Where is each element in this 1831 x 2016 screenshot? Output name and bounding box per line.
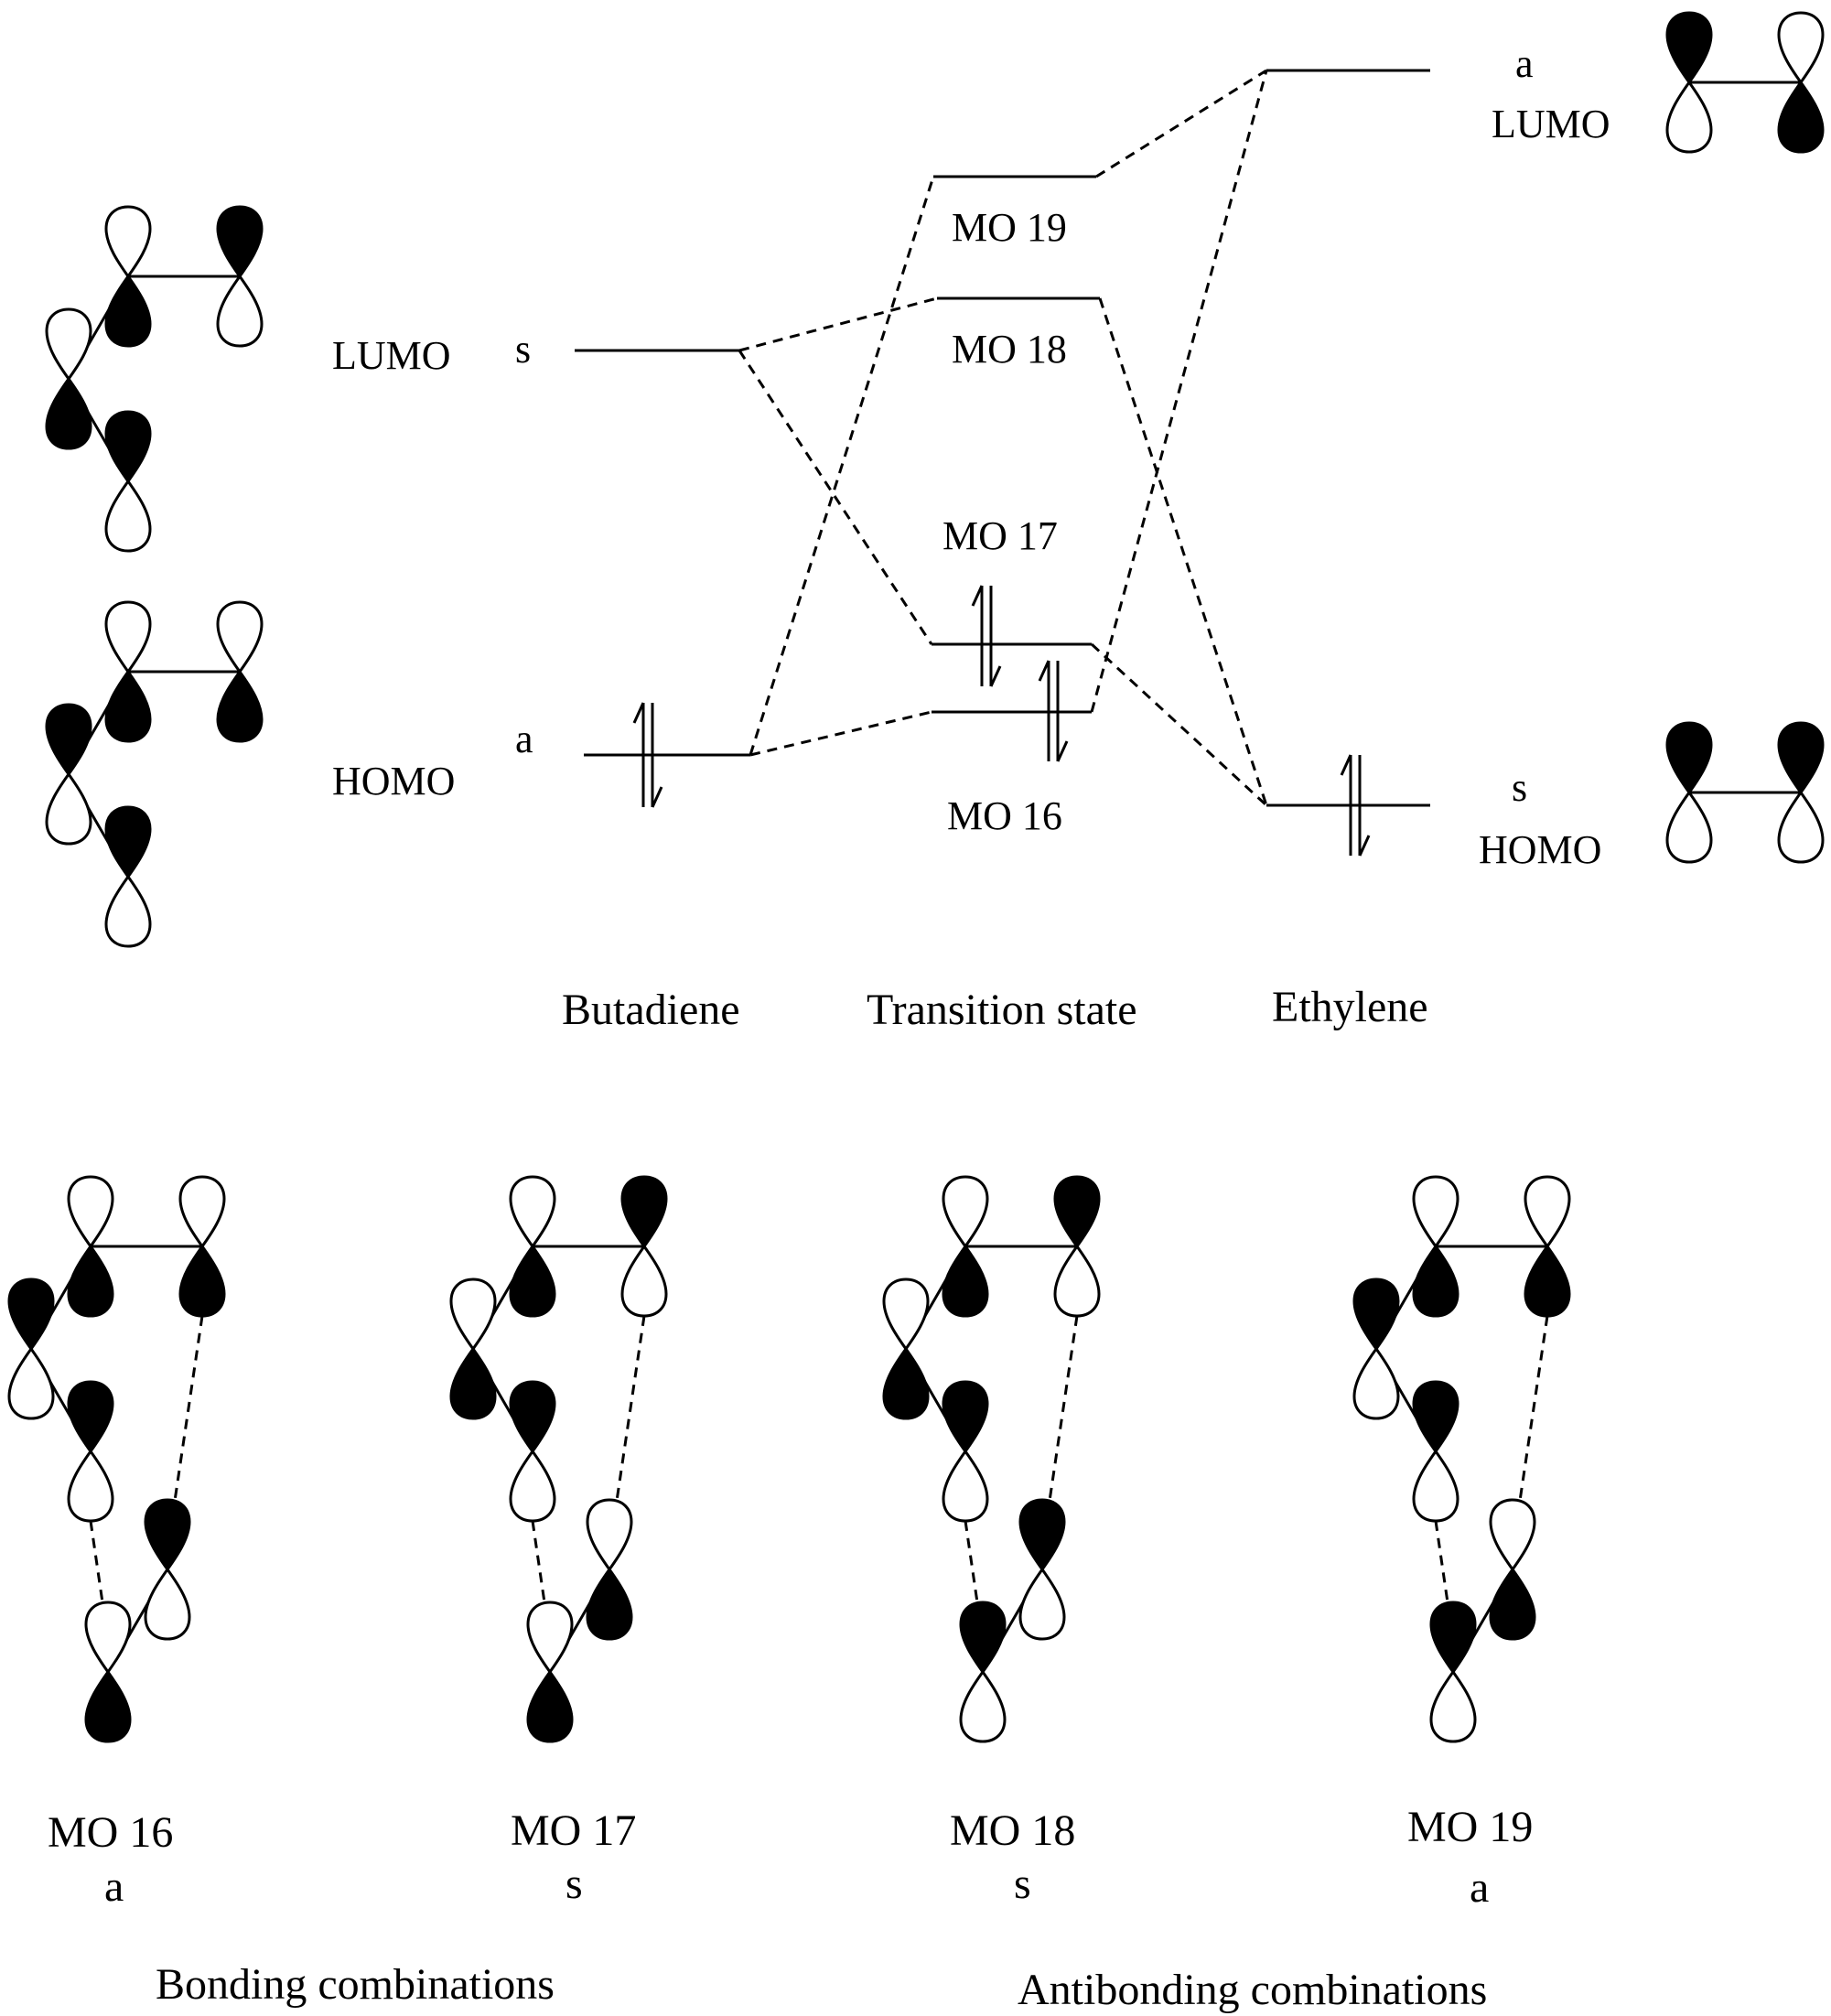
ethylene-homo-symmetry: s — [1512, 765, 1527, 810]
butadiene-homo-orbitals — [47, 602, 262, 946]
ethylene-homo-orbitals — [1667, 723, 1823, 862]
ts-mo19-label: MO 19 — [952, 205, 1067, 250]
combination-mo16-name: MO 16 — [48, 1808, 173, 1857]
column-title-ethylene: Ethylene — [1272, 983, 1428, 1031]
group-title-bonding: Bonding combinations — [156, 1960, 555, 2009]
combination-mo19-symmetry: a — [1470, 1863, 1489, 1912]
electron-pair-ts-mo16 — [1038, 660, 1069, 762]
butadiene-lumo-orbitals — [47, 207, 262, 551]
combination-mo17-name: MO 17 — [511, 1806, 636, 1855]
combination-mo19-name: MO 19 — [1407, 1803, 1533, 1851]
combination-mo16-symmetry: a — [104, 1862, 124, 1911]
electron-pair-butadiene-homo — [632, 702, 663, 808]
combination-mo18-name: MO 18 — [950, 1806, 1075, 1855]
combination-mo19-orbitals — [1354, 1177, 1569, 1741]
combination-mo17-orbitals — [451, 1177, 666, 1741]
combination-mo16-orbitals — [9, 1177, 224, 1741]
butadiene-homo-symmetry: a — [515, 717, 533, 761]
electron-pairs — [632, 585, 1371, 857]
ethylene-lumo-orbitals — [1667, 13, 1823, 152]
energy-levels — [575, 69, 1430, 807]
ts-mo16-label: MO 16 — [947, 793, 1062, 838]
ts-mo18-label: MO 18 — [952, 327, 1067, 372]
combination-mo18-symmetry: s — [1014, 1860, 1031, 1908]
column-title-butadiene: Butadiene — [562, 986, 740, 1034]
ethylene-lumo-label: LUMO — [1492, 102, 1610, 146]
group-title-antibonding: Antibonding combinations — [1018, 1966, 1487, 2014]
combination-mo17-symmetry: s — [565, 1860, 583, 1908]
combination-mo18-orbitals — [884, 1177, 1099, 1741]
butadiene-lumo-label: LUMO — [332, 333, 451, 378]
correlation-lines — [738, 69, 1268, 807]
ethylene-homo-label: HOMO — [1479, 827, 1601, 872]
electron-pair-ts-mo17 — [971, 585, 1002, 687]
butadiene-lumo-symmetry: s — [515, 327, 531, 372]
ts-mo17-label: MO 17 — [942, 513, 1058, 558]
electron-pair-ethylene-homo — [1340, 754, 1371, 857]
butadiene-homo-label: HOMO — [332, 759, 455, 803]
ethylene-lumo-symmetry: a — [1515, 41, 1534, 86]
column-title-transition-state: Transition state — [867, 986, 1137, 1034]
